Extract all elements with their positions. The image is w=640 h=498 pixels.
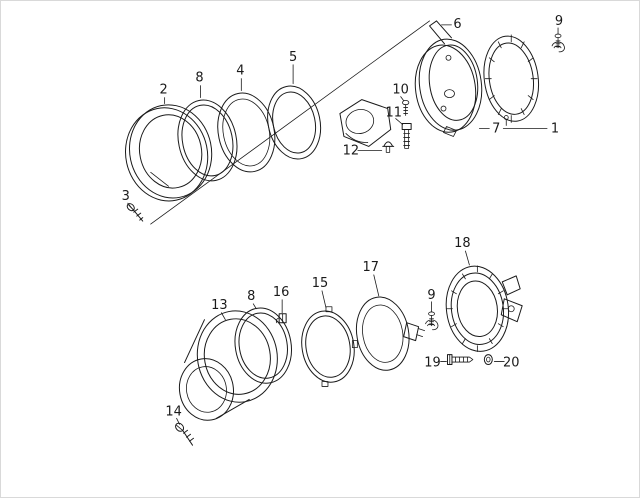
bucket-mount-tab [429,20,452,45]
part-label-1: 1 [551,121,559,136]
part-label-9-bottom: 9 [427,288,435,303]
leader-3 [127,202,133,209]
part-label-2: 2 [160,83,168,98]
lower-assembly [175,265,523,446]
part-labels: 1 2 3 4 5 6 7 8 8 9 9 10 11 12 13 14 15 … [122,14,563,419]
part-label-16: 16 [273,285,289,300]
leader-18 [465,250,470,266]
spring-clip-part-9-top [551,33,565,53]
seal-ring-part-8-top [177,99,238,182]
part-label-15: 15 [312,276,328,291]
part-label-12: 12 [343,143,359,158]
leader-10 [400,96,405,101]
leader-17 [373,274,380,297]
retaining-ring-part-5 [267,85,322,160]
part-label-20: 20 [503,356,519,371]
leader-11 [395,118,404,125]
leader-13 [220,312,226,321]
screw-part-14 [175,422,195,446]
leader-8-bottom [252,303,257,310]
screw-part-19 [446,354,474,366]
leader-14 [176,417,180,425]
part-label-18: 18 [454,236,470,251]
part-label-6: 6 [453,17,461,32]
sealed-beam-unit-part-17 [355,296,425,371]
leader-lines [127,24,559,425]
part-label-8-top: 8 [195,71,203,86]
retaining-ring-part-15 [301,306,358,387]
part-label-11: 11 [385,106,401,121]
spring-clip-part-9-bottom [425,311,439,331]
mounting-ring-part-18 [445,265,523,352]
side-lamp-housing [339,99,392,147]
mounting-ring-part-7 [483,34,540,126]
bolt-part-11 [401,123,412,149]
rivet-part-12 [382,141,395,153]
part-label-14: 14 [165,404,181,419]
part-label-13: 13 [211,298,227,313]
part-label-7: 7 [492,121,500,136]
leader-15 [321,290,327,309]
headlamp-lens-part-4 [217,92,276,173]
clip-part-16 [275,313,287,324]
mount-bracket-upper [501,275,521,296]
bulb-connector [403,322,420,342]
ring-hatch-ticks [446,265,509,352]
part-label-5: 5 [289,50,297,65]
mount-bracket-lower [500,298,523,323]
screw-part-10 [402,100,410,116]
seal-ring-part-8-bottom [234,307,292,384]
assembly-axis-line [150,20,430,225]
part-label-17: 17 [363,260,379,275]
part-label-19: 19 [424,356,440,371]
part-label-10: 10 [392,83,408,98]
headlamp-bucket-part-13 [178,310,278,421]
screw-part-3 [126,203,144,222]
part-label-4: 4 [236,64,244,79]
headlamp-bucket-part-6 [414,20,483,137]
part-label-8-bottom: 8 [247,289,255,304]
part-label-3: 3 [122,189,130,204]
headlamp-rim-part-2 [125,104,213,202]
ring-hatch-ticks [484,34,538,123]
upper-assembly [125,20,565,225]
part-label-9-top: 9 [555,14,563,29]
washer-part-20 [483,354,493,366]
